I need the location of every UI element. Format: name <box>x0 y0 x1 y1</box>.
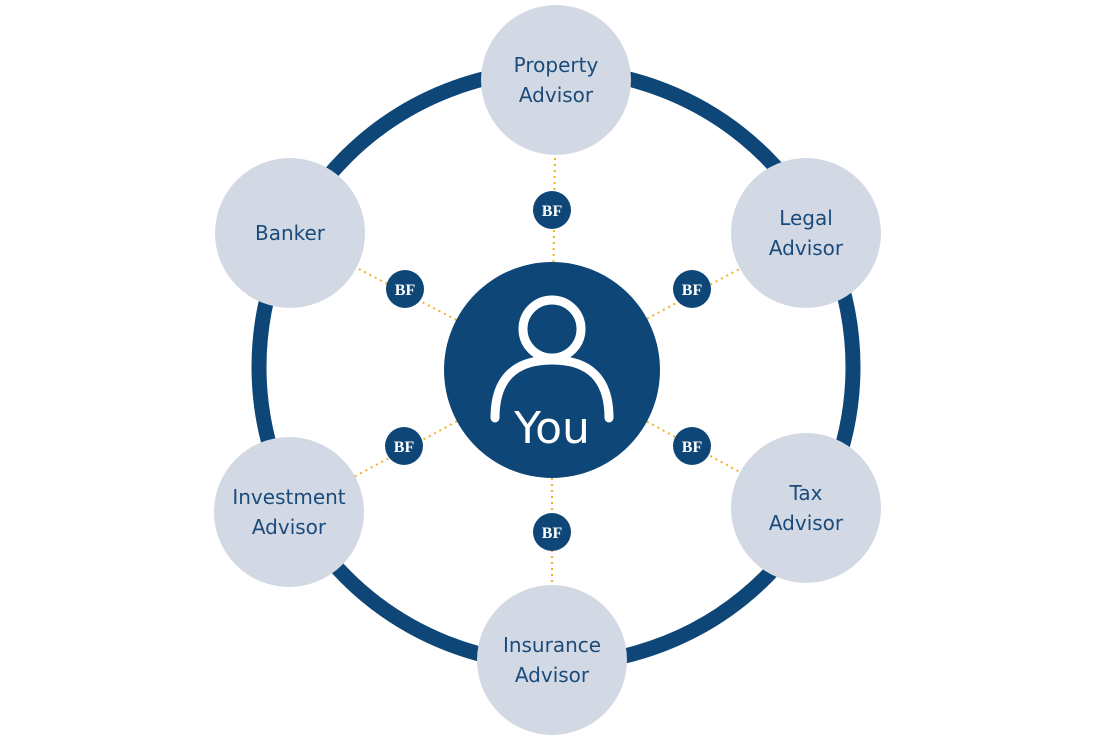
advisor-label: Advisor <box>519 83 594 107</box>
bf-logo-icon <box>673 427 711 465</box>
advisor-nodes: PropertyAdvisorLegalAdvisorTaxAdvisorIns… <box>214 5 881 735</box>
bf-logo-icon <box>673 270 711 308</box>
bf-badge-legal: BF <box>673 270 711 308</box>
advisor-label: Tax <box>789 481 823 505</box>
center-circle <box>444 262 660 478</box>
advisor-circle <box>481 5 631 155</box>
bf-badges: BF BF BF BF BF BF <box>385 191 711 551</box>
bf-badge-investment: BF <box>385 427 423 465</box>
bf-badge-property: BF <box>533 191 571 229</box>
advisor-label: Insurance <box>503 633 601 657</box>
advisor-label: Investment <box>232 485 345 509</box>
advisor-label: Advisor <box>515 663 590 687</box>
bf-logo-icon <box>385 427 423 465</box>
bf-logo-icon <box>533 191 571 229</box>
advisor-label: Banker <box>255 221 326 245</box>
bf-badge-text: BF <box>542 525 563 542</box>
bf-badge-text: BF <box>394 439 415 456</box>
advisor-node-banker: Banker <box>215 158 365 308</box>
advisor-circle <box>731 158 881 308</box>
bf-badge-tax: BF <box>673 427 711 465</box>
bf-badge-banker: BF <box>386 270 424 308</box>
bf-badge-text: BF <box>542 203 563 220</box>
bf-logo-icon <box>533 513 571 551</box>
bf-badge-text: BF <box>682 439 703 456</box>
bf-badge-text: BF <box>395 282 416 299</box>
person-icon <box>490 295 614 423</box>
bf-badge-insurance: BF <box>533 513 571 551</box>
advisor-circle <box>731 433 881 583</box>
bf-logo-icon <box>386 270 424 308</box>
advisor-label: Advisor <box>769 236 844 260</box>
advisor-label: Advisor <box>252 515 327 539</box>
advisor-circle <box>215 158 365 308</box>
advisor-label: Property <box>514 53 599 77</box>
advisor-circle <box>477 585 627 735</box>
center-label: You <box>513 403 590 454</box>
advisor-circle <box>214 437 364 587</box>
advisor-label: Legal <box>779 206 833 230</box>
center-node: You <box>444 262 660 478</box>
bf-badge-text: BF <box>682 282 703 299</box>
advisor-label: Advisor <box>769 511 844 535</box>
